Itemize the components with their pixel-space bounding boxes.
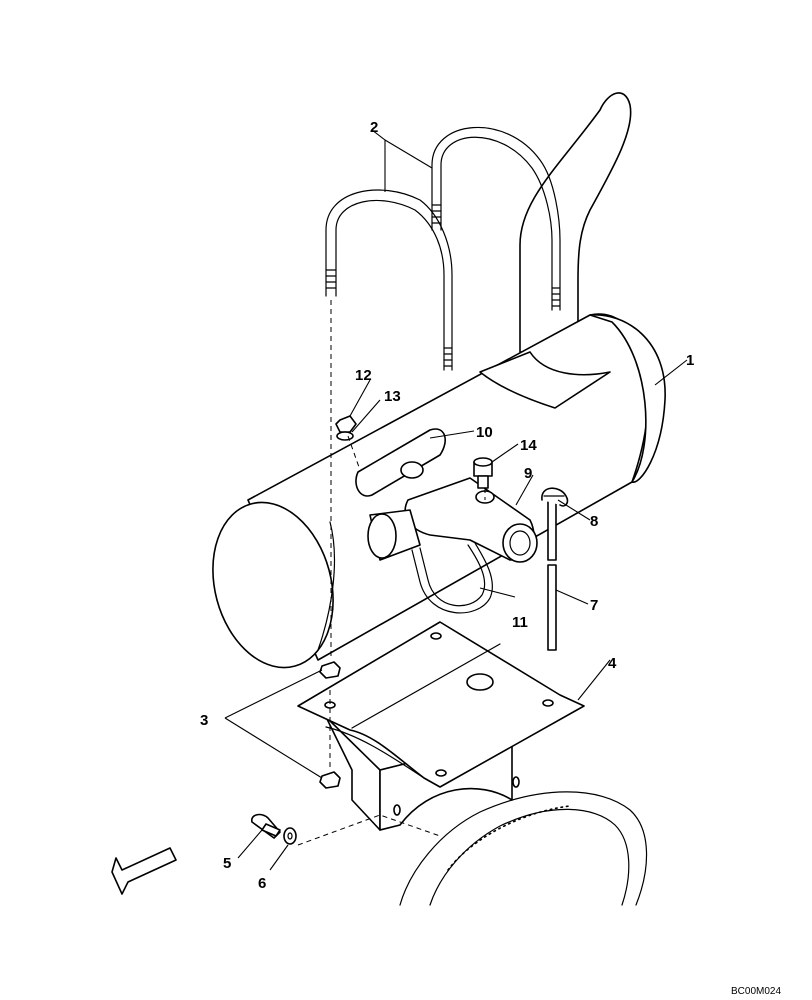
leader-lines (224, 129, 688, 871)
drawing-code: BC00M024 (731, 986, 781, 997)
u-bolts (325, 127, 561, 371)
callout-13: 13 (384, 388, 401, 405)
callout-14: 14 (520, 437, 537, 454)
callout-6: 6 (258, 875, 266, 892)
upper-frame-ring (399, 791, 648, 906)
callout-9: 9 (524, 465, 532, 482)
nuts (319, 661, 341, 789)
nut-and-washer (335, 415, 357, 441)
small-u-bolt (411, 542, 493, 614)
callout-8: 8 (590, 513, 598, 530)
callout-10: 10 (476, 424, 493, 441)
callout-2: 2 (370, 119, 378, 136)
callout-5: 5 (223, 855, 231, 872)
mounting-bracket (297, 621, 585, 831)
sensor-bracket (355, 428, 446, 497)
callout-1: 1 (686, 352, 694, 369)
elbow-pipe (367, 477, 538, 563)
callout-4: 4 (608, 655, 617, 672)
bolt-and-washer (251, 813, 297, 845)
callout-7: 7 (590, 597, 598, 614)
alignment-lines (297, 300, 486, 846)
callout-12: 12 (355, 367, 372, 384)
front-direction-arrow-icon (111, 847, 177, 895)
callout-3: 3 (200, 712, 208, 729)
callout-11: 11 (512, 614, 528, 631)
plug (473, 457, 493, 489)
